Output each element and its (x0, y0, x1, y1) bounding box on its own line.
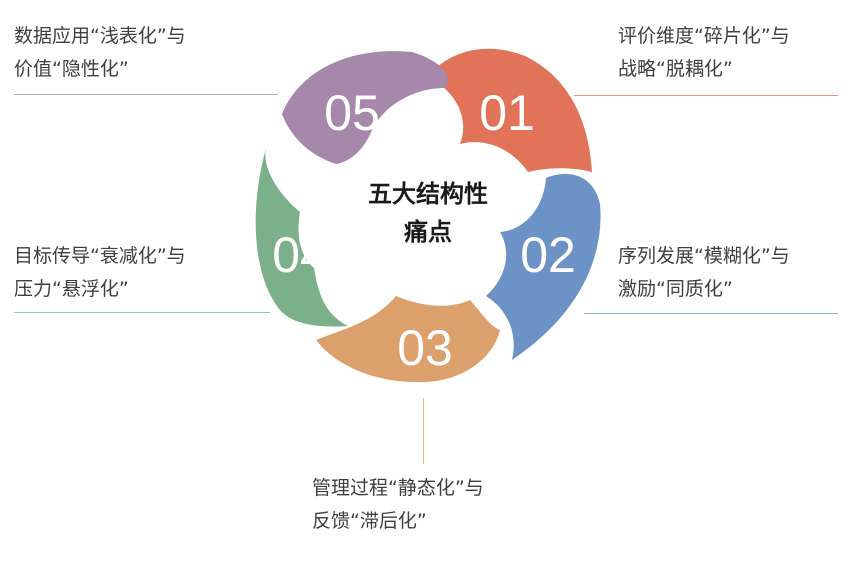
callout-03-line2: 反馈“滞后化” (312, 510, 427, 532)
petal-number-04: 04 (272, 227, 328, 283)
callout-05-line2: 价值“隐性化” (14, 58, 129, 80)
petal-04 (255, 148, 348, 327)
callout-05-rule (14, 94, 278, 95)
center-title-line1: 五大结构性 (368, 180, 488, 208)
callout-04: 目标传导“衰减化”与 压力“悬浮化” (14, 240, 186, 306)
callout-03-rule (423, 398, 424, 464)
petal-03 (316, 296, 500, 383)
petal-01 (428, 48, 592, 172)
callout-01: 评价维度“碎片化”与 战略“脱耦化” (618, 20, 790, 86)
petal-number-03: 03 (397, 320, 453, 376)
petal-05 (282, 51, 449, 164)
callout-02-rule (584, 313, 838, 314)
callout-01-line2: 战略“脱耦化” (618, 58, 733, 80)
petal-02 (486, 173, 601, 360)
callout-05: 数据应用“浅表化”与 价值“隐性化” (14, 20, 186, 86)
callout-02: 序列发展“模糊化”与 激励“同质化” (618, 240, 790, 306)
petal-number-02: 02 (520, 227, 576, 283)
callout-05-line1: 数据应用“浅表化”与 (14, 25, 186, 47)
callout-02-line1: 序列发展“模糊化”与 (618, 245, 790, 267)
callout-01-line1: 评价维度“碎片化”与 (618, 25, 790, 47)
callout-04-rule (14, 312, 270, 313)
center-title-line2: 痛点 (404, 218, 452, 246)
callout-01-rule (574, 95, 838, 96)
callout-03-line1: 管理过程“静态化”与 (312, 477, 484, 499)
callout-02-line2: 激励“同质化” (618, 278, 733, 300)
callout-04-line2: 压力“悬浮化” (14, 278, 129, 300)
petal-number-05: 05 (324, 85, 380, 141)
petal-number-01: 01 (479, 85, 535, 141)
callout-04-line1: 目标传导“衰减化”与 (14, 245, 186, 267)
callout-03: 管理过程“静态化”与 反馈“滞后化” (312, 472, 484, 538)
